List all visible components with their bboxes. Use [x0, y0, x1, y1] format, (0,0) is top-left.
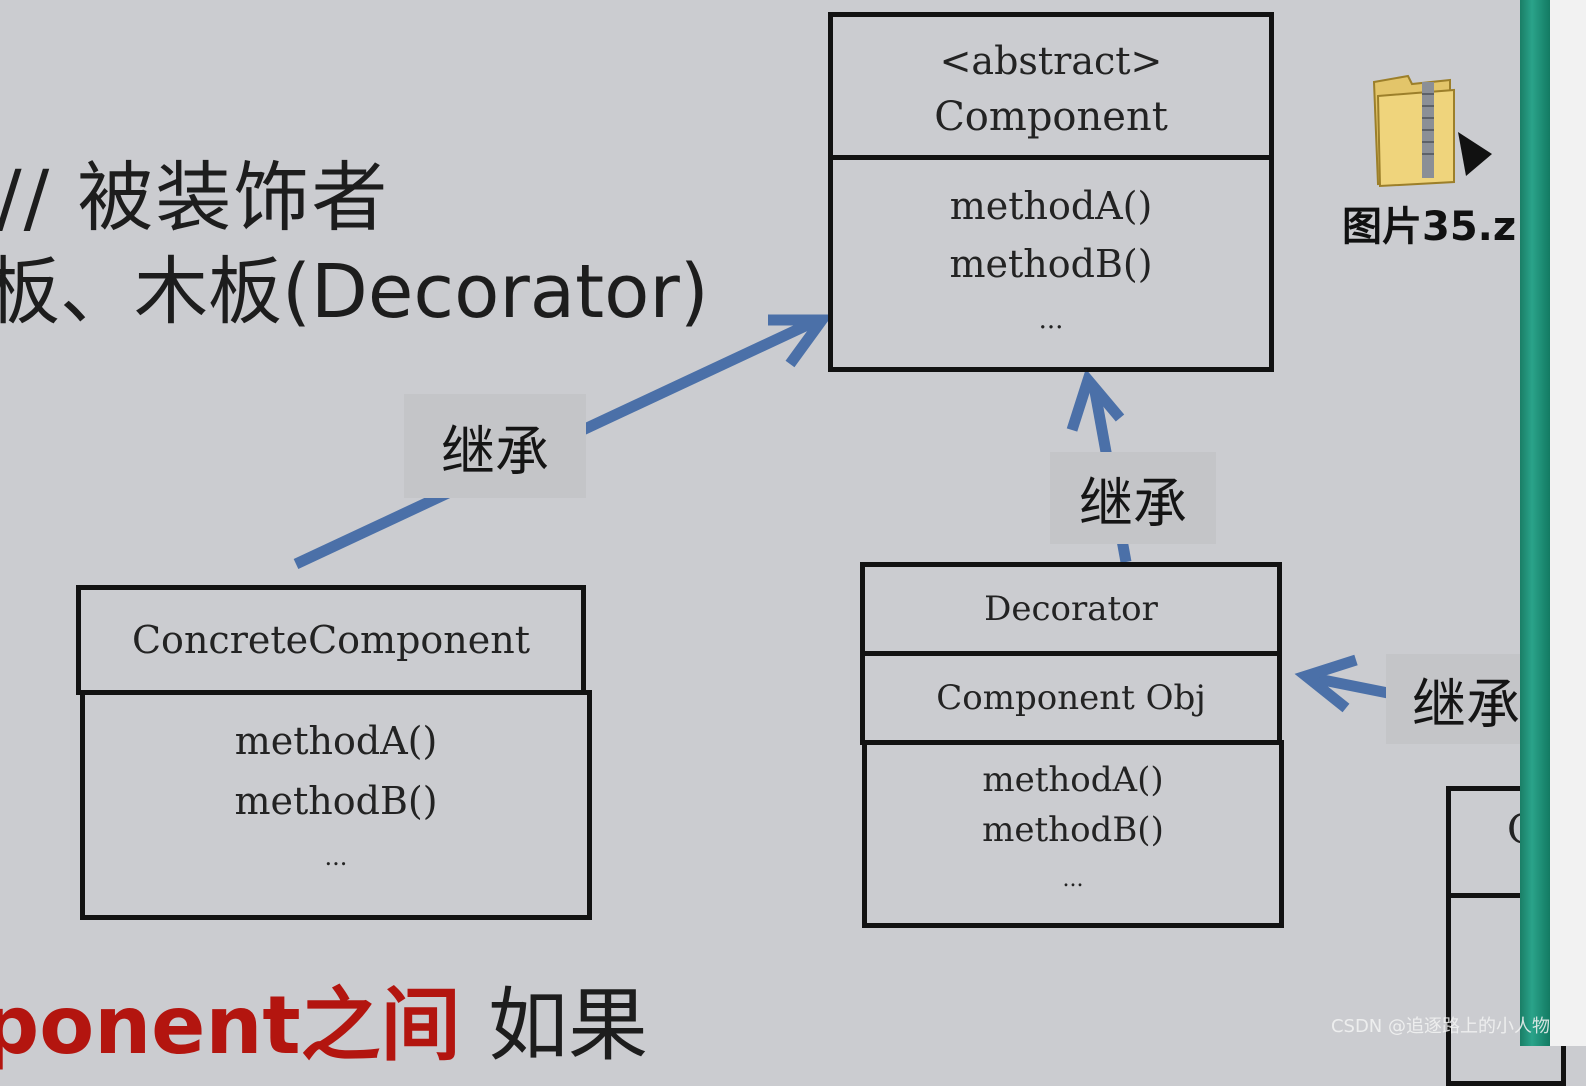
concrete-component-name: ConcreteComponent — [131, 618, 531, 662]
partial-class-divider — [1451, 893, 1561, 898]
zip-folder-icon[interactable] — [1370, 72, 1496, 190]
component-stereotype: <abstract> — [939, 39, 1163, 83]
background-window-strip — [1520, 0, 1550, 1046]
slide-text-line2: 板、木板(Decorator) — [0, 249, 709, 335]
arrowhead-concrete — [768, 314, 833, 368]
decorator-method-b: methodB() — [982, 810, 1164, 850]
component-name: Component — [934, 94, 1168, 140]
csdn-watermark: CSDN @追逐路上的小人物 — [1330, 1016, 1550, 1037]
component-method-b: methodB() — [949, 242, 1153, 286]
zip-file-label[interactable]: 图片35.z — [1342, 204, 1517, 250]
concrete-component-methods-box: methodA() methodB() ... — [80, 690, 592, 920]
arrow-right-to-decorator — [1306, 671, 1390, 699]
inherit-label-concrete: 继承 — [404, 394, 586, 498]
decorator-name-box: Decorator — [860, 562, 1282, 656]
decorator-method-ellipsis: ... — [1062, 867, 1084, 892]
decorator-methods-box: methodA() methodB() ... — [862, 740, 1284, 928]
decorator-method-a: methodA() — [982, 760, 1164, 800]
concrete-component-name-box: ConcreteComponent — [76, 585, 586, 695]
decorator-attribute: Component Obj — [936, 678, 1206, 718]
arrowhead-decorator — [1066, 368, 1125, 432]
inherit-label-decorator: 继承 — [1050, 452, 1216, 544]
decorator-attribute-box: Component Obj — [860, 651, 1282, 745]
component-divider — [833, 155, 1269, 160]
component-method-a: methodA() — [949, 184, 1153, 228]
inherit-label-right: 继承 — [1386, 654, 1546, 744]
slide-text-bottom-dark: 如果 — [488, 979, 648, 1072]
concrete-method-ellipsis: ... — [324, 843, 348, 871]
arrowhead-right — [1294, 654, 1358, 713]
slide-text-bottom-red: ponent之间 — [0, 979, 461, 1072]
screen-edge — [1550, 0, 1586, 1046]
concrete-method-b: methodB() — [234, 779, 438, 823]
component-method-ellipsis: ... — [1038, 305, 1064, 335]
decorator-name: Decorator — [984, 589, 1158, 629]
slide-text-line1: // 被装饰者 — [0, 153, 390, 242]
component-class-box: <abstract> Component methodA() methodB()… — [828, 12, 1274, 372]
concrete-method-a: methodA() — [234, 719, 438, 763]
